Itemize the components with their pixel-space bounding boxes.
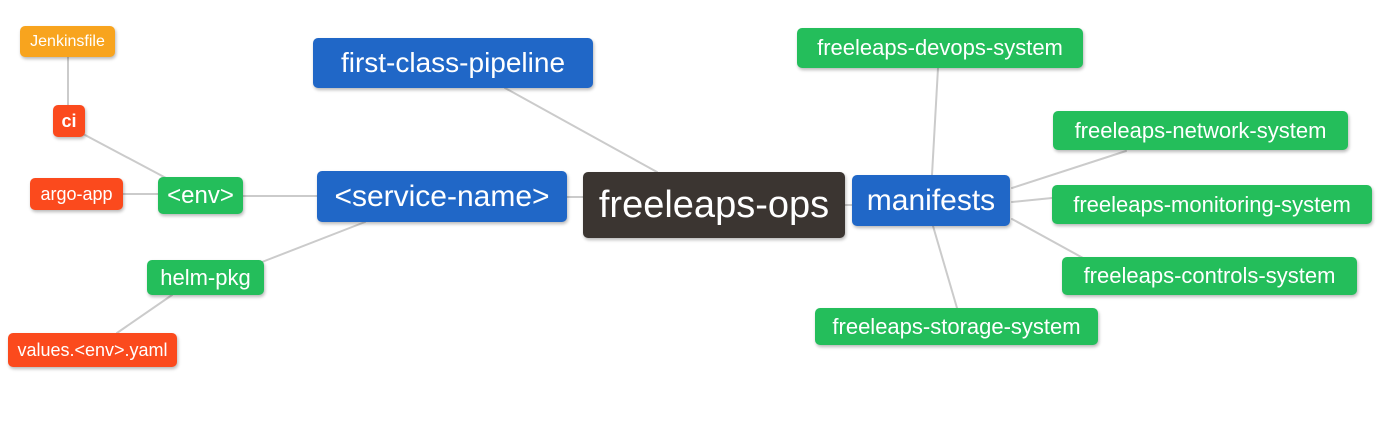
node-values-env-yaml[interactable]: values.<env>.yaml [8,333,177,367]
node-first-class-pipeline[interactable]: first-class-pipeline [313,38,593,88]
edge-manifests-network-system [1011,150,1127,189]
edge-manifests-controls-system [1011,218,1084,259]
edge-manifests-storage-system [932,225,958,309]
node-helm-pkg[interactable]: helm-pkg [147,260,264,295]
node-freeleaps-ops[interactable]: freeleaps-ops [583,172,845,238]
node-network-system[interactable]: freeleaps-network-system [1053,111,1348,150]
node-manifests[interactable]: manifests [852,175,1010,226]
node-devops-system[interactable]: freeleaps-devops-system [797,28,1083,68]
node-service-name[interactable]: <service-name> [317,171,567,222]
edge-service-name-helm-pkg [261,221,366,263]
node-argo-app[interactable]: argo-app [30,178,123,210]
edge-manifests-devops-system [931,67,939,176]
node-jenkinsfile[interactable]: Jenkinsfile [20,26,115,57]
node-monitoring-system[interactable]: freeleaps-monitoring-system [1052,185,1372,224]
edge-ci-env [84,134,167,179]
node-controls-system[interactable]: freeleaps-controls-system [1062,257,1357,295]
edge-manifests-monitoring-system [1011,197,1053,203]
edge-first-class-pipeline-freeleaps-ops [504,87,658,173]
edge-helm-pkg-values-env-yaml [116,294,173,334]
node-storage-system[interactable]: freeleaps-storage-system [815,308,1098,345]
node-ci[interactable]: ci [53,105,85,137]
node-env[interactable]: <env> [158,177,243,214]
